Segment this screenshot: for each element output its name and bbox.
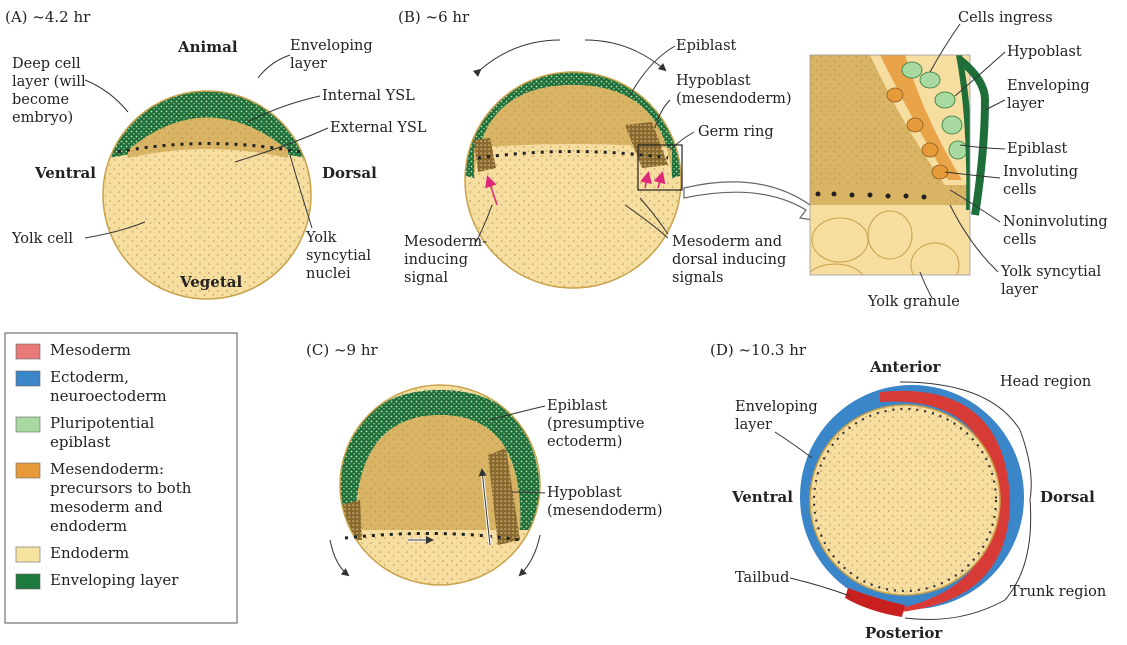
legend-label: endoderm bbox=[50, 517, 127, 535]
label-mesoderm-dorsal: Mesoderm and dorsal inducing signals bbox=[672, 234, 786, 286]
label-epiblast-inset: Epiblast bbox=[1007, 141, 1068, 157]
panel-c-title: (C) ~9 hr bbox=[306, 341, 378, 359]
label-ventral-a: Ventral bbox=[34, 164, 96, 182]
legend-label: epiblast bbox=[50, 433, 110, 451]
svg-text:Yolk syncytial: Yolk syncytial bbox=[1000, 264, 1101, 280]
legend-label: Mesendoderm: bbox=[50, 460, 164, 478]
label-yolk-granule: Yolk granule bbox=[867, 294, 960, 310]
svg-text:Deep cell: Deep cell bbox=[12, 56, 81, 72]
embryo-d bbox=[800, 385, 1024, 617]
legend-item: Endoderm bbox=[16, 544, 129, 562]
legend-label: Pluripotential bbox=[50, 414, 154, 432]
legend-swatch bbox=[16, 574, 40, 589]
legend-label: Enveloping layer bbox=[50, 571, 179, 589]
label-epiblast-c: Epiblast (presumptive ectoderm) bbox=[547, 398, 645, 450]
panel-c: (C) ~9 hr Epiblast (presumptive ectoderm… bbox=[306, 341, 663, 585]
svg-text:Hypoblast: Hypoblast bbox=[676, 73, 751, 89]
legend-swatch bbox=[16, 463, 40, 478]
legend-label: precursors to both bbox=[50, 479, 192, 497]
svg-text:inducing: inducing bbox=[404, 252, 468, 268]
panel-b-inset: Cells ingress Hypoblast Enveloping layer… bbox=[805, 10, 1108, 310]
svg-text:cells: cells bbox=[1003, 232, 1036, 248]
label-hypoblast-c: Hypoblast (mesendoderm) bbox=[547, 485, 663, 519]
legend-label: mesoderm and bbox=[50, 498, 163, 516]
label-enveloping-d: Enveloping layer bbox=[735, 399, 818, 433]
legend-label: Endoderm bbox=[50, 544, 129, 562]
label-ventral-d: Ventral bbox=[731, 488, 793, 506]
svg-text:layer: layer bbox=[290, 56, 327, 72]
label-external-ysl: External YSL bbox=[330, 120, 427, 136]
label-ysl-inset: Yolk syncytial layer bbox=[1000, 264, 1101, 298]
svg-text:Enveloping: Enveloping bbox=[735, 399, 818, 415]
label-hypoblast-b: Hypoblast (mesendoderm) bbox=[676, 73, 792, 107]
svg-text:layer: layer bbox=[735, 417, 772, 433]
panel-b: (B) ~6 hr Epiblast Hypoblast (mesendoder… bbox=[398, 8, 826, 288]
legend-swatch bbox=[16, 344, 40, 359]
legend-label: neuroectoderm bbox=[50, 387, 167, 405]
panel-b-title: (B) ~6 hr bbox=[398, 8, 470, 26]
svg-text:Epiblast: Epiblast bbox=[547, 398, 608, 414]
svg-text:Enveloping: Enveloping bbox=[1007, 78, 1090, 94]
label-posterior: Posterior bbox=[865, 624, 943, 642]
legend-label: Mesoderm bbox=[50, 341, 131, 359]
label-deep-cell: Deep cell layer (will become embryo) bbox=[12, 56, 86, 126]
label-involuting: Involuting cells bbox=[1003, 164, 1078, 198]
label-dorsal-a: Dorsal bbox=[322, 164, 377, 182]
legend-swatch bbox=[16, 371, 40, 386]
svg-text:cells: cells bbox=[1003, 182, 1036, 198]
svg-text:(mesendoderm): (mesendoderm) bbox=[676, 91, 792, 107]
svg-text:(mesendoderm): (mesendoderm) bbox=[547, 503, 663, 519]
svg-text:Hypoblast: Hypoblast bbox=[547, 485, 622, 501]
legend-swatch bbox=[16, 417, 40, 432]
svg-text:Mesoderm and: Mesoderm and bbox=[672, 234, 782, 250]
svg-text:signal: signal bbox=[404, 270, 448, 286]
legend-label: Ectoderm, bbox=[50, 368, 129, 386]
svg-text:become: become bbox=[12, 92, 69, 108]
label-enveloping-a: Enveloping layer bbox=[290, 38, 373, 72]
label-yolk-nuclei: Yolk syncytial nuclei bbox=[305, 230, 371, 282]
panel-a: (A) ~4.2 hr Animal Vegetal Ventral Dorsa… bbox=[5, 8, 427, 299]
label-epiblast-b: Epiblast bbox=[676, 38, 737, 54]
legend-item: Mesoderm bbox=[16, 341, 131, 359]
panel-d: (D) ~10.3 hr Anterior Posterior Ventral … bbox=[710, 341, 1106, 642]
svg-text:nuclei: nuclei bbox=[306, 266, 351, 282]
label-hypoblast-inset: Hypoblast bbox=[1007, 44, 1082, 60]
label-dorsal-d: Dorsal bbox=[1040, 488, 1095, 506]
label-head-region: Head region bbox=[1000, 374, 1091, 390]
label-germ-ring: Germ ring bbox=[698, 124, 774, 140]
label-internal-ysl: Internal YSL bbox=[322, 88, 415, 104]
callout-arrow bbox=[684, 182, 826, 222]
label-yolk-cell: Yolk cell bbox=[11, 231, 73, 247]
svg-text:Yolk: Yolk bbox=[305, 230, 337, 246]
svg-text:Enveloping: Enveloping bbox=[290, 38, 373, 54]
svg-text:dorsal inducing: dorsal inducing bbox=[672, 252, 786, 268]
svg-text:signals: signals bbox=[672, 270, 723, 286]
panel-d-title: (D) ~10.3 hr bbox=[710, 341, 807, 359]
panel-a-title: (A) ~4.2 hr bbox=[5, 8, 91, 26]
svg-text:(presumptive: (presumptive bbox=[547, 416, 645, 432]
label-mesoderm-inducing: Mesoderm- inducing signal bbox=[404, 234, 487, 286]
svg-text:syncytial: syncytial bbox=[306, 248, 371, 264]
svg-text:Involuting: Involuting bbox=[1003, 164, 1078, 180]
svg-text:Mesoderm-: Mesoderm- bbox=[404, 234, 487, 250]
label-cells-ingress: Cells ingress bbox=[958, 10, 1053, 26]
svg-text:Noninvoluting: Noninvoluting bbox=[1003, 214, 1108, 230]
svg-text:layer: layer bbox=[1007, 96, 1044, 112]
label-noninvoluting: Noninvoluting cells bbox=[1003, 214, 1108, 248]
label-vegetal: Vegetal bbox=[179, 273, 242, 291]
svg-text:ectoderm): ectoderm) bbox=[547, 434, 622, 450]
label-animal: Animal bbox=[177, 38, 238, 56]
svg-text:embryo): embryo) bbox=[12, 110, 73, 126]
label-enveloping-inset: Enveloping layer bbox=[1007, 78, 1090, 112]
legend: MesodermEctoderm,neuroectodermPluripoten… bbox=[5, 333, 237, 623]
legend-swatch bbox=[16, 547, 40, 562]
svg-text:layer: layer bbox=[1001, 282, 1038, 298]
label-tailbud: Tailbud bbox=[735, 570, 789, 586]
label-anterior: Anterior bbox=[869, 358, 942, 376]
svg-text:layer (will: layer (will bbox=[12, 74, 86, 90]
label-trunk-region: Trunk region bbox=[1010, 584, 1106, 600]
